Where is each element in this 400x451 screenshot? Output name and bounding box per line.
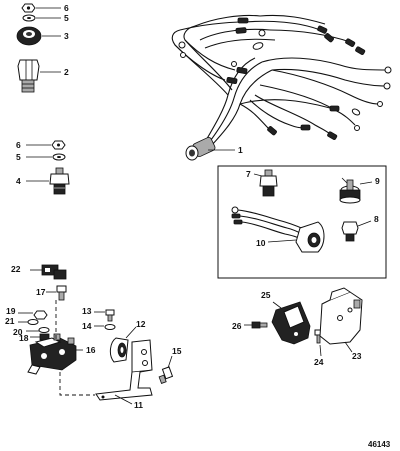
callout-10: 10: [256, 238, 266, 248]
callout-7: 7: [246, 169, 251, 179]
callout-1: 1: [238, 145, 243, 155]
clip-part-22: [41, 264, 67, 280]
callout-26: 26: [232, 321, 242, 331]
callout-5-mid: 5: [16, 152, 21, 162]
callout-5-top: 5: [64, 13, 69, 23]
fitting-part-8: [341, 221, 359, 242]
screw-part-15: [158, 366, 174, 384]
nut-part-2: [51, 140, 66, 150]
callout-6-top: 6: [64, 3, 69, 13]
callout-11: 11: [134, 400, 143, 410]
callout-6-mid: 6: [16, 140, 21, 150]
callout-15: 15: [172, 346, 182, 356]
switch-part: [49, 167, 70, 195]
assembly-line-bottom: [59, 372, 95, 396]
washer-part-20: [38, 327, 50, 333]
callout-19: 19: [6, 306, 16, 316]
harness-terminals: [178, 17, 392, 140]
wiring-harness: [171, 14, 386, 161]
bracket-part-11: [95, 339, 153, 401]
washer-part-21: [27, 319, 39, 325]
callout-14: 14: [82, 321, 92, 331]
sensor-part-9: [339, 177, 361, 204]
callout-16: 16: [86, 345, 96, 355]
switch-part-7: [259, 169, 278, 197]
callout-23: 23: [352, 351, 362, 361]
callout-21: 21: [5, 316, 15, 326]
nut-part: [21, 3, 36, 13]
callout-3: 3: [64, 31, 69, 41]
callout-17: 17: [36, 287, 46, 297]
mount-part-12: [109, 337, 129, 363]
callout-2: 2: [64, 67, 69, 77]
callout-24: 24: [314, 357, 324, 367]
kit-box: [217, 165, 387, 279]
callout-22: 22: [11, 264, 21, 274]
sender-part: [17, 59, 40, 93]
bracket-part-23: [319, 287, 363, 345]
screw-part-17: [56, 285, 67, 301]
callout-12: 12: [136, 319, 146, 329]
callout-20: 20: [13, 327, 23, 337]
pigtail-part-10: [231, 206, 325, 253]
callout-18: 18: [19, 333, 29, 343]
figure-reference-number: 46143: [368, 440, 391, 449]
module-part-25: [271, 301, 311, 345]
washer-part: [22, 14, 36, 22]
screw-part-13: [105, 309, 115, 322]
washer-part-2: [52, 153, 66, 161]
screw-part-26: [251, 321, 268, 329]
callout-4: 4: [16, 176, 21, 186]
callout-25: 25: [261, 290, 271, 300]
solenoid-part-16: [27, 333, 77, 375]
callout-9: 9: [375, 176, 380, 186]
washer-part-14: [104, 324, 116, 330]
callout-13: 13: [82, 306, 92, 316]
boot-part: [16, 26, 42, 46]
callout-8: 8: [374, 214, 379, 224]
nut-part-19: [33, 310, 48, 320]
